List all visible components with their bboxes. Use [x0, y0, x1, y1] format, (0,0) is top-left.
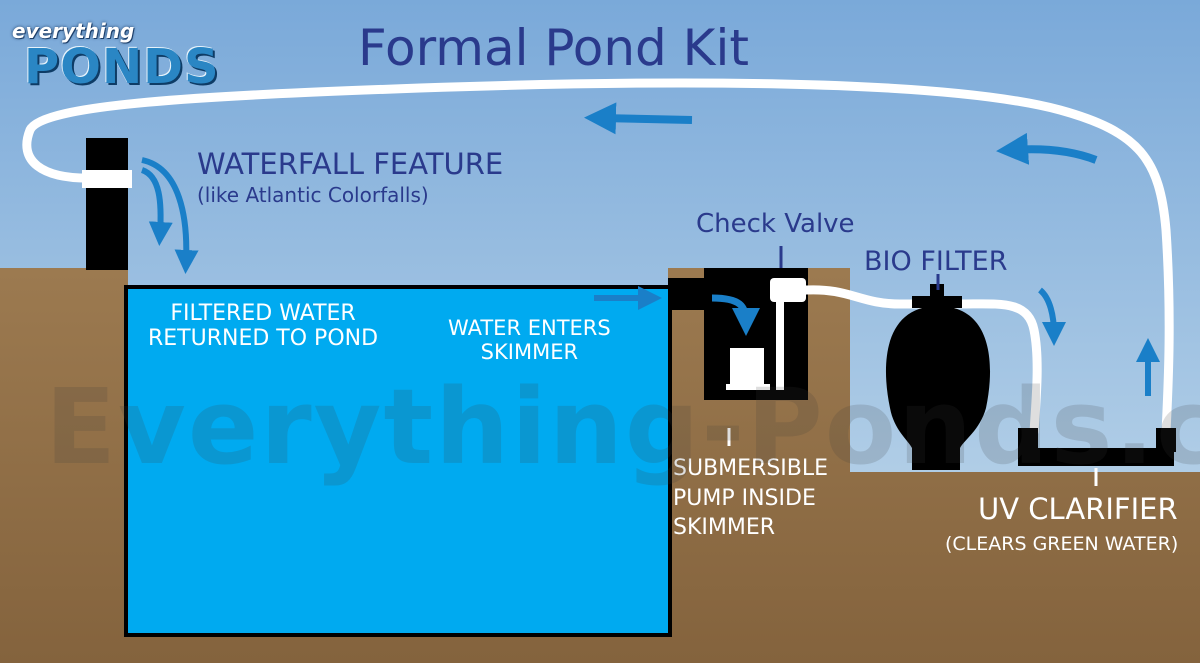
water-enters-line1: WATER ENTERS — [448, 316, 611, 340]
pump-line1: SUBMERSIBLE — [673, 456, 829, 481]
filtered-water-line2: RETURNED TO POND — [148, 326, 379, 352]
bio-filter-cap — [930, 284, 944, 298]
waterfall-feature-sublabel: (like Atlantic Colorfalls) — [197, 183, 429, 207]
uv-outlet — [1156, 428, 1176, 452]
return-pipe — [22, 78, 1174, 437]
submersible-pump-label: SUBMERSIBLE PUMP INSIDE SKIMMER — [673, 454, 828, 543]
waterfall-pipe-fitting — [82, 170, 132, 188]
water-enters-line2: SKIMMER — [480, 340, 579, 365]
check-valve — [770, 278, 806, 302]
diagram-title: Formal Pond Kit — [358, 19, 749, 77]
uv-clarifier-label: UV CLARIFIER — [978, 492, 1178, 526]
logo-ponds-text: PONDS — [24, 39, 220, 95]
water-enters-skimmer-label: WATER ENTERS SKIMMER — [448, 316, 611, 364]
bio-filter — [885, 306, 991, 470]
skimmer-mouth — [668, 278, 708, 310]
logo-everything-text: everything — [12, 19, 135, 43]
waterfall-feature-label: WATERFALL FEATURE — [197, 147, 504, 181]
flow-arrow-top-right — [996, 132, 1098, 165]
pump-line3: SKIMMER — [673, 515, 776, 541]
uv-inlet — [1018, 428, 1038, 452]
flow-arrow-waterfall-inner — [140, 167, 173, 246]
filtered-water-line1: FILTERED WATER — [170, 301, 356, 326]
filtered-water-label: FILTERED WATER RETURNED TO POND — [148, 301, 378, 352]
flow-arrow-top-left — [584, 102, 693, 135]
bio-filter-lid — [912, 296, 962, 308]
pond — [124, 285, 672, 637]
pump-base — [726, 384, 770, 390]
flow-arrow-waterfall-outer — [141, 157, 199, 274]
filter-feed-pipe — [801, 285, 1042, 437]
waterfall-feature — [86, 138, 128, 270]
bio-filter-label: BIO FILTER — [864, 246, 1008, 277]
flow-arrow-to-uv — [1037, 287, 1066, 346]
ground — [0, 268, 1200, 663]
watermark: Everything-Ponds.com — [45, 366, 1200, 488]
submersible-pump — [730, 348, 764, 390]
uv-clarifier — [1018, 448, 1174, 466]
uv-clarifier-sublabel: (CLEARS GREEN WATER) — [945, 533, 1179, 555]
pump-line2: PUMP INSIDE — [673, 485, 816, 511]
flow-arrow-skimmer-down — [711, 294, 760, 336]
check-valve-label: Check Valve — [696, 209, 855, 239]
